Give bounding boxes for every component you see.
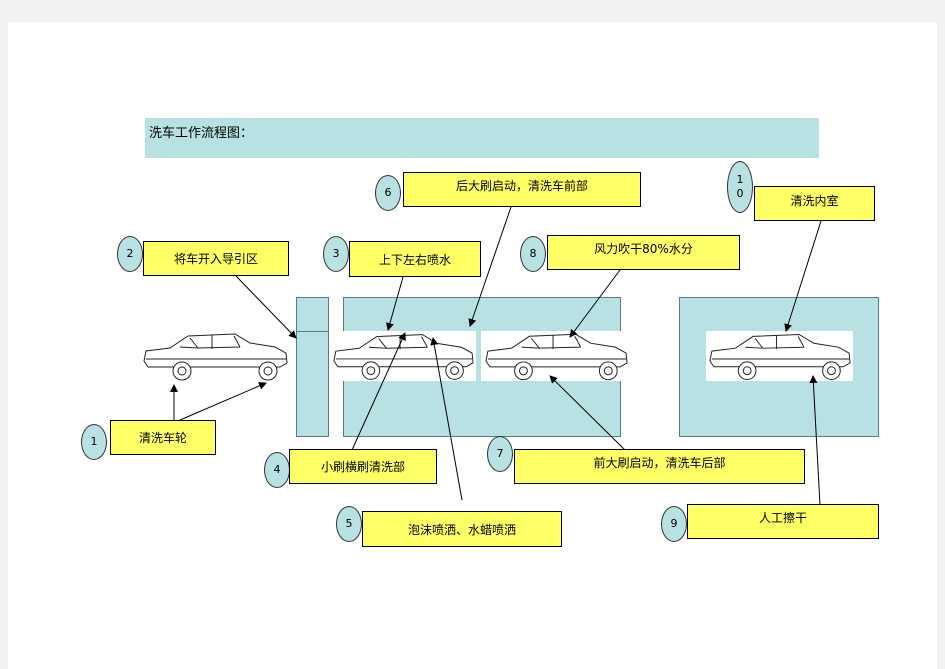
arrow-9: [809, 375, 821, 506]
step-label-1: 清洗车轮: [110, 420, 216, 455]
arrow-3: [386, 276, 404, 331]
arrow-8: [569, 269, 621, 338]
step-number-10: 10: [727, 161, 753, 213]
step-label-8: 风力吹干80%水分: [547, 235, 740, 270]
car-icon: [709, 333, 851, 381]
guide-zone-divider: [296, 331, 329, 332]
arrow-1b: [179, 382, 267, 421]
step-label-6: 后大刷启动，清洗车前部: [403, 172, 641, 207]
step-label-5: 泡沫喷洒、水蜡喷洒: [362, 511, 562, 547]
step-number-7: 7: [487, 436, 513, 472]
car-icon: [485, 333, 628, 381]
step-label-9: 人工擦干: [687, 504, 879, 539]
step-number-4: 4: [264, 452, 290, 488]
arrow-2: [235, 275, 297, 339]
diagram-title: 洗车工作流程图：: [149, 126, 254, 141]
arrow-10: [784, 220, 822, 332]
step-number-9: 9: [661, 506, 687, 542]
step-number-2: 2: [117, 236, 143, 272]
step-label-4: 小刷横刷清洗部: [289, 449, 437, 484]
guide-zone: [296, 297, 329, 437]
step-number-8: 8: [520, 236, 546, 272]
arrow-6: [468, 206, 512, 327]
step-label-3: 上下左右喷水: [349, 241, 481, 277]
step-number-1: 1: [81, 424, 107, 460]
step-label-7: 前大刷启动，清洗车后部: [514, 449, 805, 484]
step-label-10: 清洗内室: [754, 186, 875, 221]
arrow-7: [549, 375, 626, 451]
step-number-3: 3: [323, 236, 349, 272]
car-icon: [333, 334, 474, 380]
title-bar: 洗车工作流程图：: [145, 118, 819, 158]
step-number-6: 6: [375, 175, 401, 211]
step-number-5: 5: [336, 506, 362, 542]
arrow-4: [351, 332, 406, 451]
arrow-5: [430, 337, 463, 501]
car-icon: [143, 333, 288, 381]
step-label-2: 将车开入导引区: [143, 241, 289, 276]
